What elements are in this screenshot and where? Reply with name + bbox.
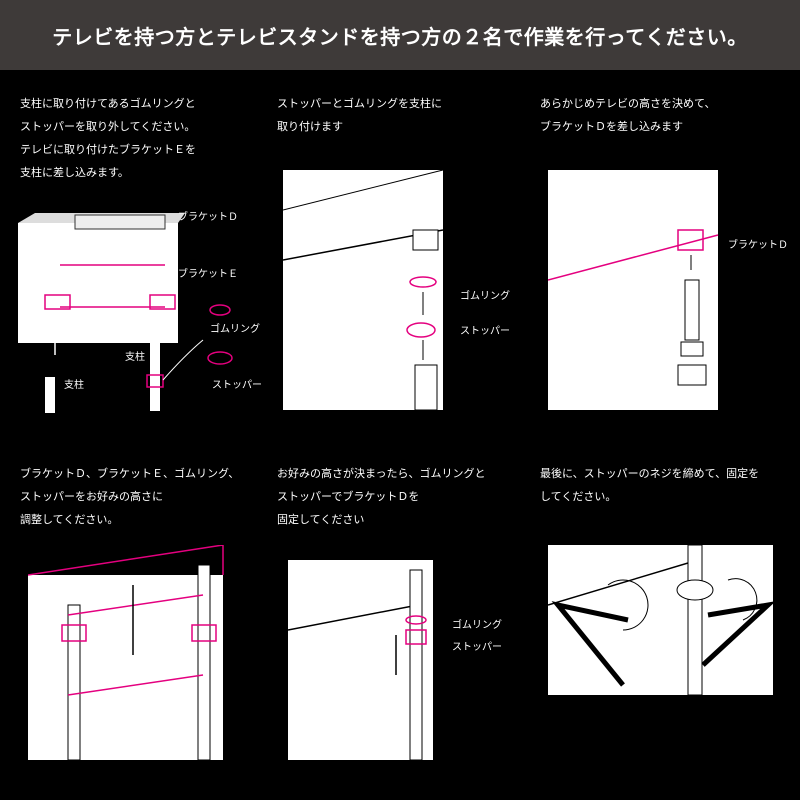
step-6-illustration xyxy=(548,545,776,695)
step-1-illustration xyxy=(18,213,233,413)
label-stopper: ストッパー xyxy=(212,380,262,391)
rubber-ring xyxy=(409,276,437,288)
hex-key-right xyxy=(701,601,776,667)
stopper xyxy=(676,579,714,601)
rotate-arrow-left xyxy=(607,579,649,631)
step-3-illustration xyxy=(548,170,719,410)
label-bracket-e: ブラケットＥ xyxy=(178,269,238,280)
page-title: テレビを持つ方とテレビスタンドを持つ方の２名で作業を行ってください。 xyxy=(52,24,748,49)
label-pillar-right: 支柱 xyxy=(125,352,145,363)
stopper xyxy=(405,629,427,645)
step-2-text: ストッパーとゴムリングを支柱に 取り付けます xyxy=(277,97,442,133)
step-2-illustration xyxy=(283,169,444,410)
step-4-illustration xyxy=(28,545,224,760)
step-6-text: 最後に、ストッパーのネジを締めて、固定を してください。 xyxy=(540,467,760,503)
label-bracket-d: ブラケットＤ xyxy=(728,240,788,251)
bracket-d xyxy=(67,594,204,616)
stopper xyxy=(406,322,436,338)
rubber-ring xyxy=(209,304,231,316)
label-rubber-ring: ゴムリング xyxy=(210,324,260,335)
bracket-e xyxy=(67,674,204,696)
label-stopper: ストッパー xyxy=(460,326,510,337)
step-4-text: ブラケットＤ、ブラケットＥ、ゴムリング、 ストッパーをお好みの高さに 調整してく… xyxy=(20,467,240,526)
pillar-left xyxy=(45,377,55,413)
label-rubber-ring: ゴムリング xyxy=(452,620,502,631)
label-pillar-left: 支柱 xyxy=(64,380,84,391)
rotate-arrow-right xyxy=(727,578,758,621)
label-rubber-ring: ゴムリング xyxy=(460,291,510,302)
stopper xyxy=(207,351,233,365)
header-banner: テレビを持つ方とテレビスタンドを持つ方の２名で作業を行ってください。 xyxy=(0,0,800,70)
label-bracket-d: ブラケットＤ xyxy=(178,212,238,223)
step-5-text: お好みの高さが決まったら、ゴムリングと ストッパーでブラケットＤを 固定してくだ… xyxy=(277,467,486,526)
step-1-text: 支柱に取り付けてあるゴムリングと ストッパーを取り外してください。 テレビに取り… xyxy=(20,97,196,179)
pillar-right xyxy=(150,343,160,411)
label-stopper: ストッパー xyxy=(452,642,502,653)
bracket-d xyxy=(548,234,719,281)
rubber-ring xyxy=(405,615,427,625)
hex-key-left xyxy=(551,601,629,687)
step-3-text: あらかじめテレビの高さを決めて、 ブラケットＤを差し込みます xyxy=(540,97,716,133)
step-5-illustration xyxy=(288,560,433,760)
